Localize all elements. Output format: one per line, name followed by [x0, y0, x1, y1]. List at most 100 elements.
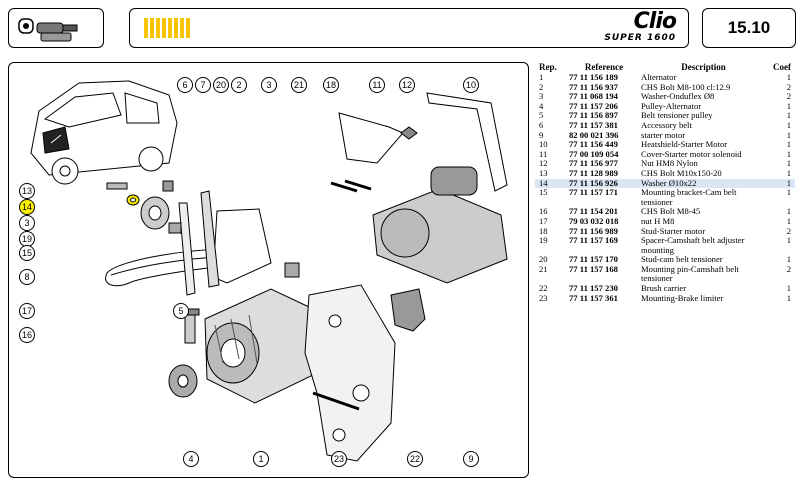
cell-reference: 77 11 157 381 — [569, 119, 618, 130]
callout-label: 9 — [468, 454, 473, 464]
cell-coef: 1 — [786, 158, 791, 169]
cell-description: Stud-cam belt tensioner — [641, 254, 723, 265]
cell-reference: 77 11 157 361 — [569, 292, 618, 303]
cell-rep: 22 — [539, 283, 548, 294]
engine-bracket-drawing — [304, 284, 396, 462]
callout-2[interactable]: 2 — [231, 77, 247, 93]
callout-3[interactable]: 3 — [19, 215, 35, 231]
callout-22[interactable]: 22 — [407, 451, 423, 467]
cell-reference: 77 11 157 170 — [569, 254, 618, 265]
cell-rep: 17 — [539, 215, 548, 226]
starter-motor-icon — [18, 18, 78, 42]
callout-17[interactable]: 17 — [19, 303, 35, 319]
cell-coef: 1 — [786, 119, 791, 130]
callout-15[interactable]: 15 — [19, 245, 35, 261]
callout-label: 1 — [258, 454, 263, 464]
cell-description: nut H M8 — [641, 215, 675, 226]
callout-19[interactable]: 19 — [19, 231, 35, 247]
callout-3[interactable]: 3 — [261, 77, 277, 93]
cell-rep: 3 — [539, 91, 544, 102]
cell-reference: 77 11 157 206 — [569, 100, 618, 111]
cell-description: Pulley-Alternator — [641, 100, 702, 111]
callout-10[interactable]: 10 — [463, 77, 479, 93]
header-coef: Coef — [773, 62, 791, 72]
cell-coef: 1 — [786, 215, 791, 226]
callout-6[interactable]: 6 — [177, 77, 193, 93]
callout-label: 16 — [22, 330, 32, 340]
cell-reference: 77 11 156 897 — [569, 110, 618, 121]
callout-4[interactable]: 4 — [183, 451, 199, 467]
cell-rep: 4 — [539, 100, 544, 111]
callout-13[interactable]: 13 — [19, 183, 35, 199]
callout-label: 20 — [216, 80, 226, 90]
cell-reference: 82 00 021 396 — [569, 129, 619, 140]
cell-reference: 77 11 154 201 — [569, 206, 618, 217]
cell-rep: 6 — [539, 119, 544, 130]
callout-label: 6 — [182, 80, 187, 90]
cell-description: CHS Bolt M10x150-20 — [641, 167, 722, 178]
callout-16[interactable]: 16 — [19, 327, 35, 343]
header-description: Description — [681, 62, 726, 72]
callout-label: 19 — [22, 234, 32, 244]
callout-label: 7 — [200, 80, 205, 90]
cell-coef: 2 — [786, 225, 791, 236]
cell-reference: 77 11 157 169 — [569, 235, 618, 246]
callout-9[interactable]: 9 — [463, 451, 479, 467]
callout-label: 17 — [22, 306, 32, 316]
cell-reference: 77 11 128 989 — [569, 167, 618, 178]
callout-5[interactable]: 5 — [173, 303, 189, 319]
cell-description: Stud-Starter motor — [641, 225, 706, 236]
callout-label: 11 — [372, 80, 381, 90]
callout-14[interactable]: 14 — [19, 199, 35, 215]
callout-11[interactable]: 11 — [369, 77, 385, 93]
callout-21[interactable]: 21 — [291, 77, 307, 93]
callout-7[interactable]: 7 — [195, 77, 211, 93]
callout-23[interactable]: 23 — [331, 451, 347, 467]
callout-12[interactable]: 12 — [399, 77, 415, 93]
cell-coef: 1 — [786, 254, 791, 265]
cell-rep: 11 — [539, 148, 548, 159]
cell-reference: 77 11 157 168 — [569, 263, 618, 274]
cell-description: CHS Bolt M8-45 — [641, 206, 701, 217]
callout-20[interactable]: 20 — [213, 77, 229, 93]
clio-logo: Clio SUPER 1600 — [604, 9, 677, 44]
cell-reference: 77 11 156 926 — [569, 177, 618, 188]
cell-rep: 5 — [539, 110, 544, 121]
cell-description: Alternator — [641, 72, 677, 82]
cell-rep: 19 — [539, 235, 548, 246]
cell-description: Nut HM8 Nylon — [641, 158, 698, 169]
callout-8[interactable]: 8 — [19, 269, 35, 285]
header-rep: Rep. — [539, 62, 557, 72]
alternator-drawing — [168, 288, 314, 404]
callout-18[interactable]: 18 — [323, 77, 339, 93]
callout-1[interactable]: 1 — [253, 451, 269, 467]
cell-reference: 77 11 156 449 — [569, 139, 618, 150]
cell-rep: 16 — [539, 206, 548, 217]
callout-label: 5 — [178, 306, 183, 316]
logo-text: Clio — [633, 9, 677, 34]
callout-label: 15 — [22, 248, 32, 258]
page-number-box: 15.10 — [702, 8, 796, 48]
